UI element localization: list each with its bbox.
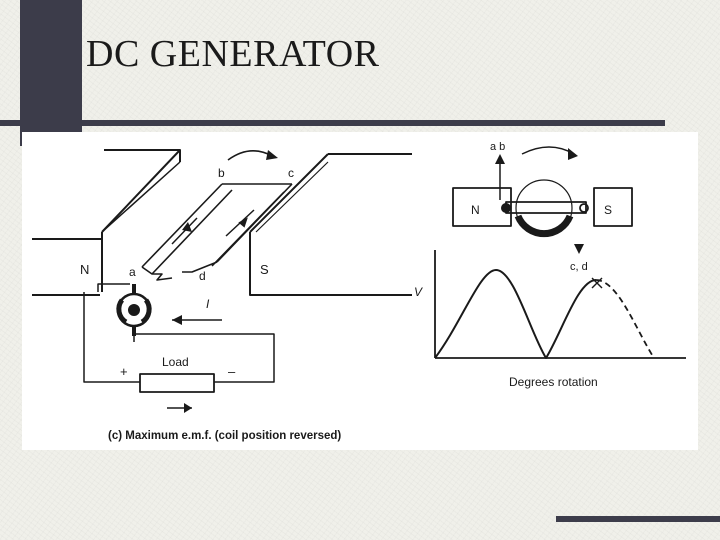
emf-waveform-solid [434,269,597,359]
current-arrow-top [172,315,222,325]
end-view [452,146,633,254]
load-label: Load [162,355,189,369]
north-pole-piece [32,149,181,296]
minus-terminal: – [228,364,236,379]
coil-label-d: d [199,269,206,283]
south-pole-label: S [260,262,269,277]
coil-label-c: c [288,166,294,180]
current-arrow-bottom [167,403,192,413]
coil-label-a: a [129,265,136,279]
coil-label-b: b [218,166,225,180]
north-pole-label: N [80,262,89,277]
footer-rule [556,516,720,522]
end-view-south-label: S [604,203,612,217]
rotation-arrow [227,150,273,161]
coil-current-arrow-up [182,222,192,232]
generator-diagram-svg: b c a d N S I Load + – (c) Maximum e.m.f… [32,141,686,442]
external-circuit [83,283,275,393]
commutator [116,284,152,336]
max-emf-marker [591,277,603,289]
dc-generator-figure: b c a d N S I Load + – (c) Maximum e.m.f… [22,132,698,450]
coil-loop [141,183,293,281]
emf-graph-axes [434,250,686,359]
title-underline-rule [0,120,665,126]
end-view-bottom-label: c, d [570,261,588,273]
end-view-north-label: N [471,203,480,217]
south-pole-piece [249,153,412,296]
figure-caption: (c) Maximum e.m.f. (coil position revers… [108,430,341,442]
end-view-top-label: a b [490,141,505,153]
graph-y-label: V [414,285,423,299]
page-title: DC GENERATOR [86,33,380,75]
current-label: I [206,297,210,311]
coil-current-arrow-down [238,217,248,228]
emf-waveform-dashed [595,279,655,359]
plus-terminal: + [120,364,128,379]
graph-x-label: Degrees rotation [509,375,598,389]
